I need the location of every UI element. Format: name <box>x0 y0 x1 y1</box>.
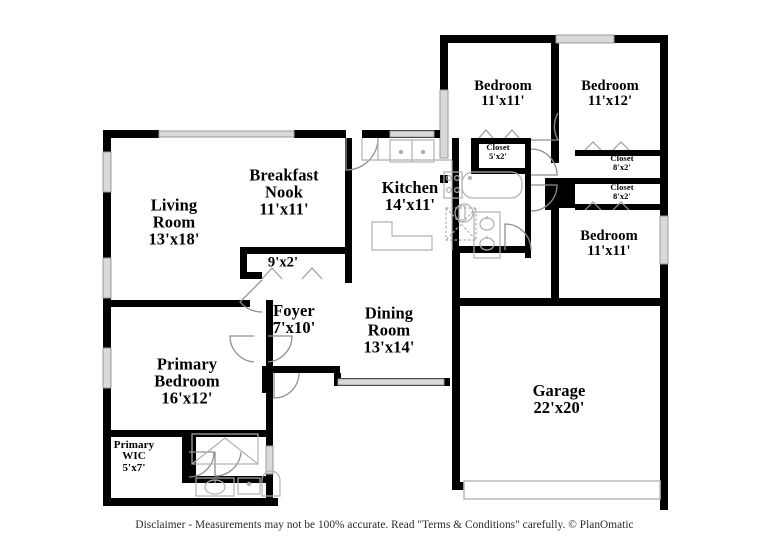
disclaimer-text: Disclaimer - Measurements may not be 100… <box>135 519 634 531</box>
walls-layer <box>102 34 669 510</box>
fixtures-layer <box>191 138 523 497</box>
door-swings-layer <box>188 112 560 478</box>
